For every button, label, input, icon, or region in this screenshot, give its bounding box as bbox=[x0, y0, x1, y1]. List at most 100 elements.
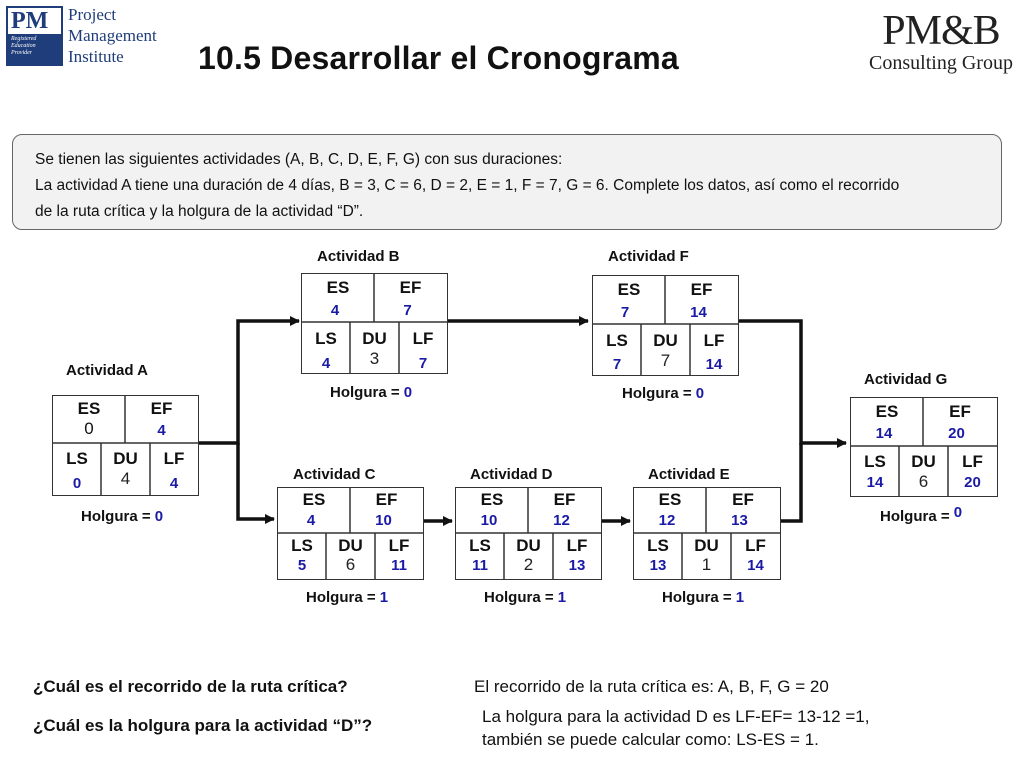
pmi-name-line: Management bbox=[68, 26, 157, 45]
activity-d-slack: Holgura = 1 bbox=[484, 589, 566, 606]
activity-e-slack: Holgura = 1 bbox=[662, 589, 744, 606]
slack-label: Holgura = bbox=[330, 384, 400, 401]
du-value: 2 bbox=[523, 555, 534, 574]
du-label: DU bbox=[113, 449, 138, 468]
arrow-a-to-b bbox=[199, 316, 300, 445]
lf-label: LF bbox=[745, 536, 766, 555]
pmb-logo-subtitle: Consulting Group bbox=[869, 52, 1013, 74]
lf-label: LF bbox=[163, 449, 185, 468]
ls-label: LS bbox=[647, 536, 669, 555]
ls-value: 4 bbox=[321, 355, 331, 372]
activity-f-node: ES 7 EF 14 LS 7 DU 7 LF 14 bbox=[592, 275, 739, 376]
activity-g-title: Actividad G bbox=[864, 371, 948, 388]
slack-label: Holgura = bbox=[484, 589, 554, 606]
es-label: ES bbox=[658, 490, 682, 509]
du-label: DU bbox=[516, 536, 541, 555]
ef-label: EF bbox=[375, 490, 398, 509]
answer-slack-d-line: La holgura para la actividad D es LF-EF=… bbox=[482, 707, 870, 726]
arrow-e-to-g bbox=[781, 443, 803, 523]
lf-value: 7 bbox=[418, 355, 428, 372]
activity-e-node: ES 12 EF 13 LS 13 DU 1 LF 14 bbox=[633, 487, 781, 580]
ef-label: EF bbox=[399, 278, 422, 297]
ls-value: 7 bbox=[612, 356, 622, 373]
pmi-name: Project Management Institute bbox=[68, 4, 157, 67]
lf-label: LF bbox=[388, 536, 410, 555]
pmb-logo: PM&B Consulting Group bbox=[866, 10, 1016, 73]
activity-a-title: Actividad A bbox=[66, 362, 148, 379]
du-label: DU bbox=[338, 536, 363, 555]
activity-g-slack: Holgura = 0 bbox=[880, 504, 962, 525]
du-value: 4 bbox=[120, 469, 131, 488]
page-title: 10.5 Desarrollar el Cronograma bbox=[198, 40, 679, 76]
es-label: ES bbox=[617, 280, 641, 299]
activity-c-node: ES 4 EF 10 LS 5 DU 6 LF 11 bbox=[277, 487, 424, 580]
es-value: 10 bbox=[480, 512, 498, 529]
ef-label: EF bbox=[553, 490, 576, 509]
ls-label: LS bbox=[469, 536, 491, 555]
slack-value: 1 bbox=[735, 589, 745, 606]
du-value: 3 bbox=[369, 349, 380, 368]
lf-value: 14 bbox=[705, 356, 723, 373]
activity-a-node: ES 0 EF 4 LS 0 DU 4 LF 4 bbox=[52, 395, 199, 496]
ls-label: LS bbox=[66, 449, 88, 468]
ef-label: EF bbox=[949, 402, 971, 421]
ef-value: 4 bbox=[157, 422, 166, 439]
activity-f-title: Actividad F bbox=[608, 248, 689, 265]
es-value: 14 bbox=[875, 425, 893, 442]
es-value: 7 bbox=[620, 304, 630, 321]
es-label: ES bbox=[326, 278, 350, 297]
activity-e-title: Actividad E bbox=[648, 466, 730, 483]
instructions-line: Se tienen las siguientes actividades (A,… bbox=[35, 151, 563, 168]
ls-value: 14 bbox=[866, 474, 884, 491]
pmi-mark-sub-line: Education bbox=[11, 43, 36, 49]
pmi-mark-sub-line: Provider bbox=[11, 50, 33, 56]
slack-value: 0 bbox=[953, 504, 963, 521]
du-label: DU bbox=[911, 452, 936, 471]
instructions-box: Se tienen las siguientes actividades (A,… bbox=[12, 134, 1002, 230]
pmi-logo: PM Registered Education Provider Project… bbox=[6, 4, 157, 68]
es-value: 4 bbox=[306, 512, 316, 529]
activity-d-title: Actividad D bbox=[470, 466, 553, 483]
activity-c-slack: Holgura = 1 bbox=[306, 589, 388, 606]
ls-label: LS bbox=[864, 452, 886, 471]
slack-value: 1 bbox=[379, 589, 389, 606]
slack-label: Holgura = bbox=[880, 508, 950, 525]
pmi-mark-text: PM bbox=[11, 8, 49, 34]
es-label: ES bbox=[77, 399, 101, 418]
pmi-mark-sub: Registered Education Provider bbox=[8, 34, 61, 64]
du-value: 6 bbox=[918, 472, 929, 491]
du-label: DU bbox=[653, 331, 678, 350]
es-value: 12 bbox=[658, 512, 676, 529]
ef-value: 12 bbox=[553, 512, 570, 529]
du-label: DU bbox=[694, 536, 719, 555]
lf-value: 4 bbox=[169, 475, 179, 492]
ef-value: 14 bbox=[690, 304, 707, 321]
es-label: ES bbox=[302, 490, 326, 509]
slack-label: Holgura = bbox=[662, 589, 732, 606]
activity-c-title: Actividad C bbox=[293, 466, 376, 483]
pmi-name-line: Institute bbox=[68, 47, 124, 66]
slack-label: Holgura = bbox=[306, 589, 376, 606]
activity-b-title: Actividad B bbox=[317, 248, 400, 265]
ef-value: 7 bbox=[403, 302, 412, 319]
du-value: 1 bbox=[701, 555, 712, 574]
activity-b-slack: Holgura = 0 bbox=[330, 384, 412, 401]
pmi-mark-sub-line: Registered bbox=[11, 36, 37, 42]
slack-value: 0 bbox=[403, 384, 413, 401]
lf-value: 14 bbox=[747, 557, 764, 574]
ls-value: 5 bbox=[297, 557, 307, 574]
du-value: 6 bbox=[345, 555, 356, 574]
ls-label: LS bbox=[606, 331, 628, 350]
ef-value: 13 bbox=[731, 512, 748, 529]
es-value: 0 bbox=[84, 419, 94, 438]
slack-value: 0 bbox=[154, 508, 164, 525]
activity-b-node: ES 4 EF 7 LS 4 DU 3 LF 7 bbox=[301, 273, 448, 374]
lf-label: LF bbox=[566, 536, 588, 555]
answer-slack-d-line: también se puede calcular como: LS-ES = … bbox=[482, 730, 819, 749]
lf-value: 20 bbox=[964, 474, 981, 491]
es-label: ES bbox=[875, 402, 899, 421]
ef-label: EF bbox=[732, 490, 754, 509]
question-slack-d: ¿Cuál es la holgura para la actividad “D… bbox=[33, 716, 373, 735]
instructions-line: La actividad A tiene una duración de 4 d… bbox=[35, 177, 900, 194]
